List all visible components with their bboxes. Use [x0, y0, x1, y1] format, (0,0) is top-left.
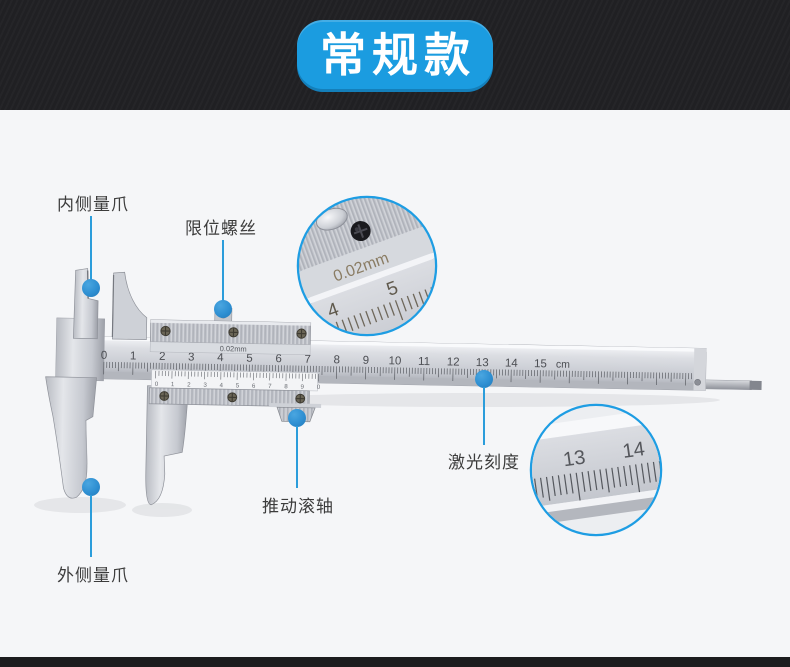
top-banner: 常规款 — [0, 0, 790, 110]
vernier-digit: 3 — [203, 382, 207, 389]
callout-dot — [82, 279, 100, 297]
scale-number: 4 — [217, 352, 224, 364]
scale-number: 6 — [275, 353, 282, 365]
magnifier-scale-detail: 13 14 — [529, 403, 663, 537]
beam-end-screw — [694, 378, 701, 386]
depth-rod — [699, 379, 762, 391]
scale-number: 2 — [159, 351, 166, 363]
scale-number: 10 — [388, 355, 401, 367]
main-scale-ticks — [103, 361, 692, 386]
slider-screws-top — [160, 325, 307, 339]
vernier-ticks — [155, 370, 320, 382]
vernier-digit: 8 — [284, 383, 288, 390]
slider: 0.02mm 0 1 2 3 4 5 6 7 8 9 — [148, 307, 322, 423]
black-screw — [350, 221, 371, 242]
callout-line — [90, 216, 92, 280]
callout-label-limit-screw: 限位螺丝 — [185, 219, 257, 238]
outer-jaw-moving — [145, 385, 189, 506]
callout-line — [222, 240, 224, 302]
magnified-number: 14 — [621, 438, 646, 463]
vernier-digit: 9 — [300, 384, 304, 391]
scale-number: 0 — [101, 350, 108, 362]
caliper-shadow — [34, 393, 720, 517]
scale-number: 12 — [447, 356, 460, 368]
inner-jaw-fixed — [73, 268, 99, 340]
scale-number: 5 — [246, 353, 253, 365]
outer-jaw-fixed — [45, 376, 97, 499]
callout-dot — [214, 300, 232, 318]
scale-number: 15 — [534, 358, 547, 370]
inner-jaw-moving — [111, 271, 148, 341]
scale-number: 3 — [188, 351, 195, 363]
callout-line — [483, 387, 485, 445]
scale-number: 11 — [418, 356, 430, 368]
callout-label-outer-jaw: 外侧量爪 — [57, 566, 129, 585]
vernier-digit: 7 — [268, 383, 272, 390]
magnified-number: 13 — [562, 446, 587, 471]
magnifier-vernier-detail: 0.02mm 4 5 — [296, 195, 438, 337]
slider-screws-bottom — [159, 391, 306, 404]
callout-label-inner-jaw: 内侧量爪 — [57, 195, 129, 214]
vernier-digit: 6 — [252, 383, 256, 390]
scale-number: 14 — [505, 358, 519, 370]
vernier-scale: 0 1 2 3 4 5 6 7 8 9 0 — [151, 369, 321, 392]
callout-label-thumb-roller: 推动滚轴 — [262, 497, 334, 516]
scale-number: 7 — [304, 354, 311, 366]
vernier-digit: 4 — [219, 382, 223, 389]
main-scale: 0 1 2 3 4 5 6 7 8 9 10 11 12 13 14 15 cm — [101, 350, 692, 386]
callout-line — [296, 426, 298, 488]
fixed-jaws — [45, 268, 105, 499]
bottom-black-strip — [0, 657, 790, 667]
precision-marking: 0.02mm — [220, 344, 247, 354]
callout-line — [90, 495, 92, 557]
callout-dot — [288, 409, 306, 427]
callout-label-laser-scale: 激光刻度 — [448, 453, 520, 472]
callout-dot — [475, 370, 493, 388]
style-badge-label: 常规款 — [320, 30, 476, 81]
scale-number: 9 — [363, 355, 370, 367]
vernier-digit: 1 — [171, 381, 175, 388]
vernier-caliper: 0 1 2 3 4 5 6 7 8 9 10 11 12 13 14 15 cm — [45, 268, 762, 506]
scale-unit: cm — [556, 359, 570, 371]
vernier-digit: 0 — [317, 384, 321, 391]
vernier-digit: 5 — [236, 382, 240, 389]
callout-dot — [82, 478, 100, 496]
vernier-digit: 2 — [187, 381, 191, 388]
magnified-scale-ticks — [534, 461, 660, 502]
scale-number: 1 — [130, 350, 137, 362]
scale-number: 13 — [476, 357, 489, 369]
style-badge: 常规款 — [297, 20, 493, 92]
scale-number: 8 — [333, 354, 340, 366]
vernier-digit: 0 — [155, 381, 159, 388]
